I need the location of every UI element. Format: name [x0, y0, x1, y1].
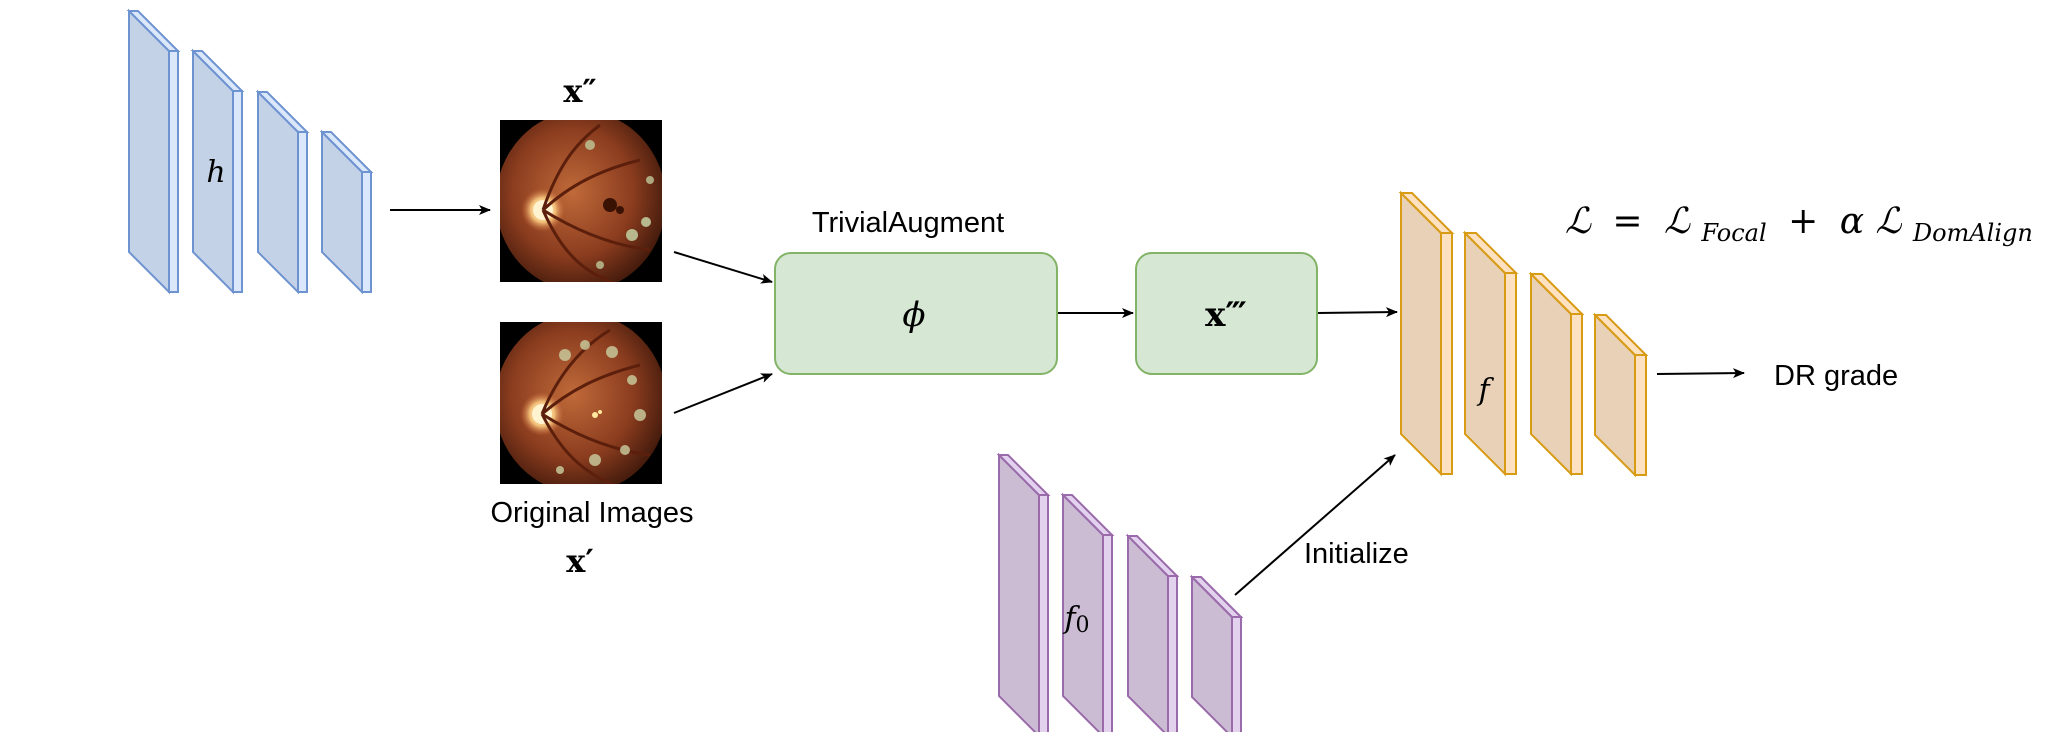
- network-f0-layer-1: [996, 452, 1051, 732]
- loss-lhs: ℒ: [1565, 201, 1592, 242]
- arrow-augmented-to-phi: [673, 251, 773, 284]
- fundus-image-augmented: [500, 120, 662, 282]
- network-f: [1398, 190, 1649, 478]
- network-f0-layer-3: [1125, 533, 1180, 732]
- loss-plus: +: [1788, 201, 1818, 242]
- arrow-original-to-phi: [673, 373, 773, 414]
- loss-equals: =: [1612, 201, 1642, 242]
- network-f0: [996, 452, 1244, 732]
- network-f-layer-4: [1592, 312, 1649, 478]
- augmented-output-box: [1135, 252, 1318, 375]
- loss-term1-sub: Focal: [1700, 219, 1766, 247]
- network-h-layer-4: [319, 129, 374, 295]
- network-h: [126, 8, 374, 295]
- network-h-layer-3: [255, 89, 310, 295]
- network-h-layer-2: [190, 48, 245, 295]
- network-h-symbol: h: [206, 155, 225, 190]
- loss-formula: ℒ = ℒ Focal + α ℒ DomAlign: [1565, 201, 2033, 250]
- network-f-layer-1: [1398, 190, 1455, 477]
- initialize-label: Initialize: [1304, 538, 1409, 570]
- arrow-f-to-output: [1656, 368, 1745, 379]
- network-f-layer-2: [1462, 230, 1519, 477]
- fundus-image-original: [500, 322, 662, 484]
- original-images-caption: Original Images: [490, 497, 693, 529]
- network-f0-layer-4: [1189, 574, 1244, 732]
- arrow-initialize: [1234, 454, 1396, 596]
- network-f-layer-3: [1528, 271, 1585, 477]
- trivial-augment-title: TrivialAugment: [812, 207, 1004, 239]
- loss-alpha: α: [1840, 201, 1864, 242]
- network-f0-layer-2: [1060, 492, 1115, 732]
- network-h-layer-1: [126, 8, 181, 295]
- loss-term2-sub: DomAlign: [1912, 219, 2033, 247]
- arrow-output-to-f: [1317, 307, 1398, 318]
- trivial-augment-symbol: ϕ: [902, 295, 925, 335]
- output-label: DR grade: [1774, 360, 1898, 392]
- augmented-output-label: x‴: [1205, 295, 1247, 335]
- loss-term1: ℒ: [1664, 201, 1691, 242]
- trivial-augment-box: [774, 252, 1058, 375]
- loss-term2: ℒ: [1875, 201, 1902, 242]
- original-images-label: x′: [566, 542, 594, 580]
- network-f0-subscript: 0: [1076, 613, 1090, 638]
- augmented-image-label: x″: [563, 72, 596, 110]
